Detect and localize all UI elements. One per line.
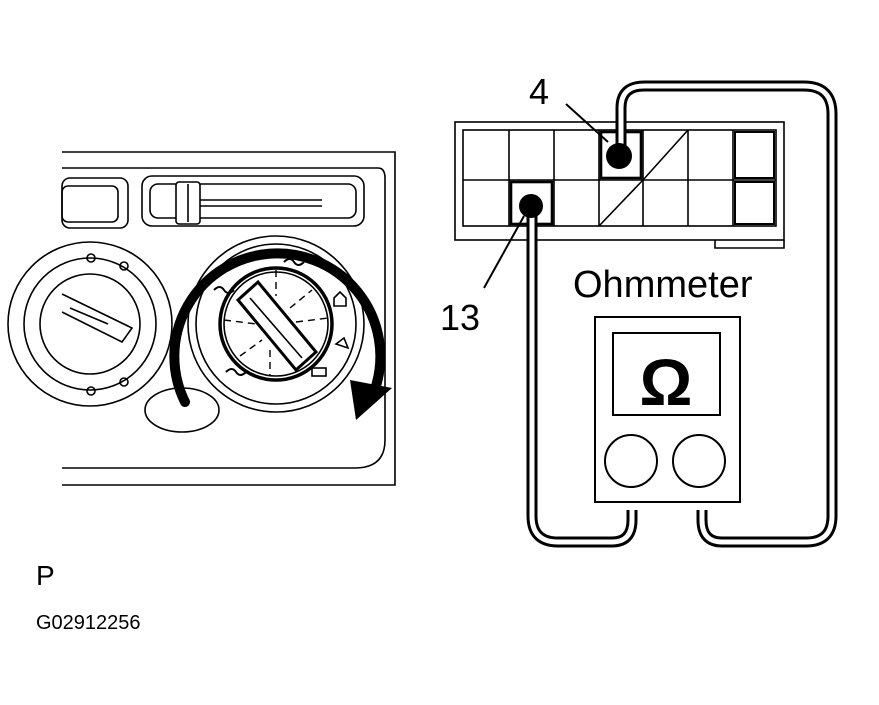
slider-slot: [141, 175, 365, 227]
leader-pin-4: [565, 103, 609, 143]
ohmmeter-jack-right: [672, 434, 726, 488]
rotate-clockwise-arrow: [169, 248, 392, 420]
panel-bezel: [62, 167, 386, 469]
fan-speed-dial: [7, 241, 173, 407]
ohmmeter-label: Ohmmeter: [573, 264, 753, 306]
mode-selector-dial: [187, 235, 365, 413]
pin-label-13: 13: [440, 297, 480, 338]
vent-mode-icon: [213, 286, 235, 294]
probe-tip-pin-4: [606, 143, 632, 169]
mix-mode-icon: [333, 290, 347, 307]
leader-pin-13: [483, 215, 525, 289]
ohm-symbol: Ω: [640, 345, 693, 419]
defrost-mode-icon: [311, 367, 327, 377]
ohmmeter: [594, 316, 741, 503]
figure-id: G02912256: [36, 612, 141, 634]
heater-control-panel: [7, 151, 396, 486]
face-mode-icon: [283, 258, 305, 266]
view-letter: P: [36, 560, 55, 591]
panel-outline: [62, 151, 396, 486]
probe-tip-pin-13: [519, 194, 543, 218]
ohmmeter-display: [612, 332, 721, 416]
ohmmeter-jack-left: [604, 434, 658, 488]
pin-label-4: 4: [529, 71, 549, 112]
foot-mode-icon: [225, 368, 247, 376]
